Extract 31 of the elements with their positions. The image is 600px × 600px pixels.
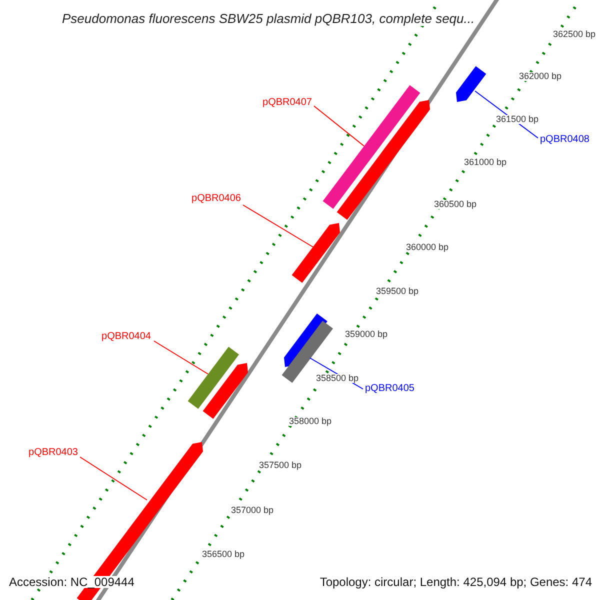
leader-line (242, 204, 314, 248)
tick-label: 360500 bp (434, 200, 477, 209)
gene-feature (202, 363, 248, 419)
tick-label: 361500 bp (496, 115, 539, 124)
tick-label: 359000 bp (345, 330, 388, 339)
gene-feature (188, 346, 239, 409)
gene-label: pQBR0404 (102, 332, 151, 342)
gene-label: pQBR0407 (262, 98, 312, 108)
tick-label: 358000 bp (289, 417, 332, 426)
tick-label: 358500 bp (316, 374, 359, 383)
gene-feature (322, 85, 420, 209)
tick-label: 362000 bp (519, 72, 562, 81)
leader-line (80, 456, 148, 500)
summary-text: Topology: circular; Length: 425,094 bp; Genes: 474 (320, 576, 592, 588)
gene-label: pQBR0403 (28, 448, 78, 458)
gene-feature (292, 223, 340, 283)
leader-line (154, 340, 208, 374)
tick-label: 357000 bp (231, 506, 274, 515)
tick-label: 360000 bp (406, 243, 449, 252)
gene-label: pQBR0406 (192, 194, 241, 204)
gene-feature (456, 66, 486, 102)
tick-label: 362500 bp (553, 30, 596, 39)
gene-label: pQBR0408 (540, 135, 590, 145)
leader-line (314, 106, 364, 146)
gene-feature (336, 100, 430, 220)
tick-label: 356500 bp (202, 550, 245, 559)
accession-text: Accession: NC_009444 (9, 576, 134, 588)
tick-label: 361000 bp (464, 158, 507, 167)
tick-label: 359500 bp (376, 287, 419, 296)
tick-label: 357500 bp (259, 461, 302, 470)
gene-label: pQBR0405 (365, 384, 414, 394)
